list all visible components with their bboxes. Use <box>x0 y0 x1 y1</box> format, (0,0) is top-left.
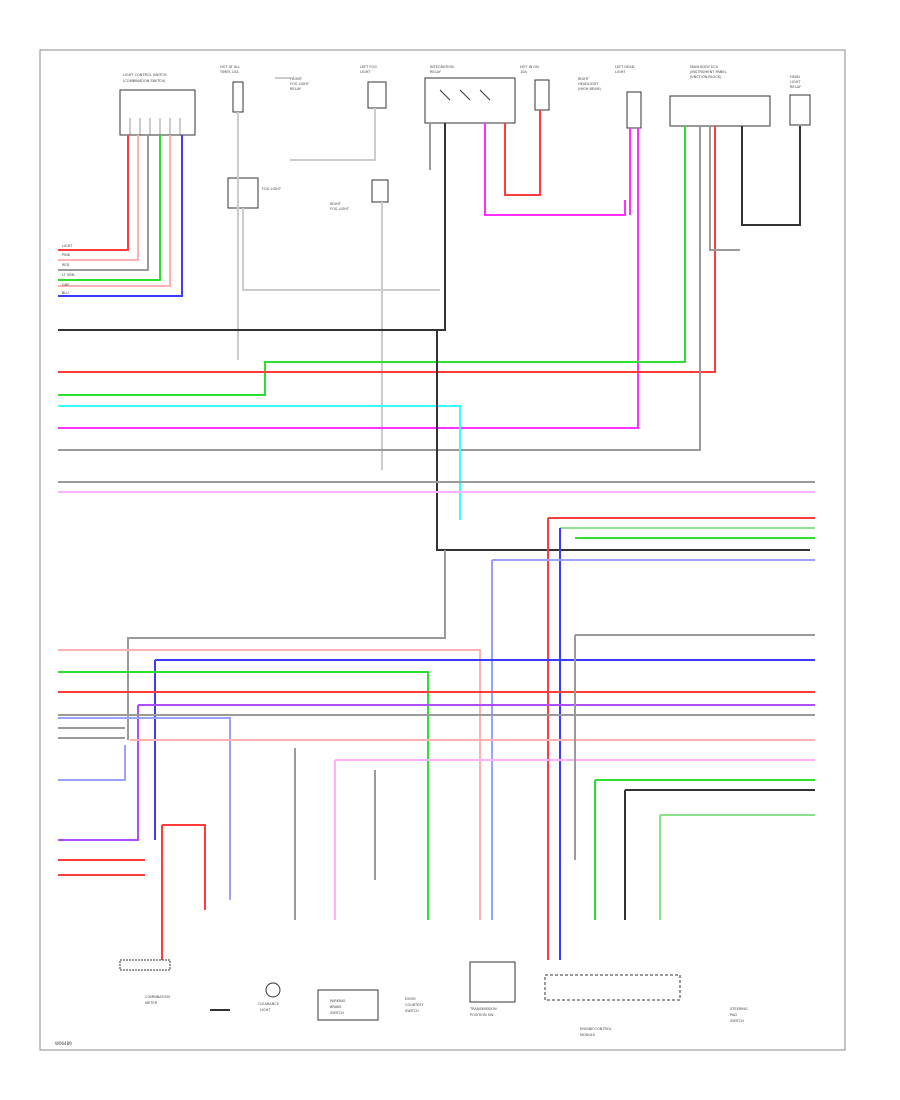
svg-text:RIGHT: RIGHT <box>330 202 342 206</box>
wire-group-integration <box>58 110 639 429</box>
svg-text:HOT AT ALL: HOT AT ALL <box>220 65 240 69</box>
svg-text:JUNCTION BLOCK): JUNCTION BLOCK) <box>689 75 722 79</box>
svg-text:SWITCH: SWITCH <box>405 1009 419 1013</box>
wire-group-right-connector <box>58 481 815 960</box>
svg-text:HEADLIGHT: HEADLIGHT <box>578 82 599 86</box>
svg-text:SWITCH: SWITCH <box>330 1011 344 1015</box>
svg-text:LT GRN: LT GRN <box>62 273 75 277</box>
svg-text:LIGHT: LIGHT <box>62 244 73 248</box>
svg-text:SWITCH: SWITCH <box>730 1019 744 1023</box>
svg-text:POSITION SW: POSITION SW <box>470 1013 494 1017</box>
wire-group-body-ecu <box>58 126 801 451</box>
hot-at-all-times-fuse: HOT AT ALL TIMES 10A <box>219 65 244 113</box>
svg-text:(INSTRUMENT PANEL: (INSTRUMENT PANEL <box>690 70 727 74</box>
svg-text:MAIN BODY ECU: MAIN BODY ECU <box>690 65 719 69</box>
clearance-light: CLEARANCE LIGHT <box>258 982 281 1012</box>
svg-text:(COMBINATION SWITCH): (COMBINATION SWITCH) <box>123 79 166 83</box>
svg-text:RELAY: RELAY <box>290 87 302 91</box>
svg-text:GRY: GRY <box>62 283 70 287</box>
combination-meter: COMBINATION METER <box>119 959 171 1005</box>
engine-control-module: ENGINE CONTROL MODULE <box>544 974 681 1037</box>
svg-text:(HIGH BEAM): (HIGH BEAM) <box>578 87 602 91</box>
wire-cyan <box>58 405 461 520</box>
left-headlight: LEFT HEAD LIGHT <box>615 65 642 129</box>
svg-text:LEFT HEAD: LEFT HEAD <box>615 65 635 69</box>
svg-text:MODULE: MODULE <box>580 1033 595 1037</box>
svg-text:RIGHT: RIGHT <box>578 77 590 81</box>
svg-text:PARKING: PARKING <box>330 999 346 1003</box>
svg-text:CLEARANCE: CLEARANCE <box>258 1002 279 1006</box>
svg-text:METER: METER <box>145 1001 158 1005</box>
svg-text:FRONT: FRONT <box>290 77 303 81</box>
right-headlight: RIGHT HEADLIGHT (HIGH BEAM) <box>578 77 602 91</box>
svg-text:INTEGRATION: INTEGRATION <box>430 65 454 69</box>
body-ecu: MAIN BODY ECU (INSTRUMENT PANEL JUNCTION… <box>669 65 771 127</box>
svg-text:LEFT FOG: LEFT FOG <box>360 65 377 69</box>
svg-text:LIGHT: LIGHT <box>790 80 801 84</box>
wire-group-fog <box>237 77 440 470</box>
svg-text:COMBINATION: COMBINATION <box>145 995 170 999</box>
svg-text:COURTESY: COURTESY <box>405 1003 425 1007</box>
door-courtesy-switch: DOOR COURTESY SWITCH <box>405 997 425 1013</box>
svg-text:BLU: BLU <box>62 291 69 295</box>
svg-text:FOG LIGHT: FOG LIGHT <box>330 207 350 211</box>
svg-text:10A: 10A <box>520 70 527 74</box>
svg-text:RELAY: RELAY <box>790 85 802 89</box>
svg-text:LIGHT CONTROL SWITCH: LIGHT CONTROL SWITCH <box>123 73 167 77</box>
svg-text:HEAD: HEAD <box>790 75 800 79</box>
footer-code: W06489 <box>55 1041 72 1046</box>
steering-pad-switch: STEERING PAD SWITCH <box>730 1007 748 1023</box>
svg-text:LIGHT: LIGHT <box>615 70 626 74</box>
svg-text:STEERING: STEERING <box>730 1007 748 1011</box>
svg-text:FOG LIGHT: FOG LIGHT <box>290 82 310 86</box>
light-control-switch: LIGHT CONTROL SWITCH (COMBINATION SWITCH… <box>119 73 196 136</box>
svg-text:LIGHT: LIGHT <box>360 70 371 74</box>
integration-relay: INTEGRATION RELAY <box>424 65 516 124</box>
diagram-frame <box>39 49 846 1051</box>
svg-text:FOG LIGHT: FOG LIGHT <box>262 187 282 191</box>
svg-text:RED: RED <box>62 263 70 267</box>
svg-text:ENGINE CONTROL: ENGINE CONTROL <box>580 1027 612 1031</box>
svg-text:HOT IN ON: HOT IN ON <box>520 65 539 69</box>
wire-group-top-left: LIGHT PINK RED LT GRN GRY BLU <box>58 135 183 297</box>
headlight-relay: HEAD LIGHT RELAY <box>789 75 811 126</box>
svg-text:LIGHT: LIGHT <box>260 1008 271 1012</box>
svg-text:DOOR: DOOR <box>405 997 416 1001</box>
svg-text:RELAY: RELAY <box>430 70 442 74</box>
right-fog-light: RIGHT FOG LIGHT <box>330 179 389 211</box>
wire-black-trunk <box>436 330 810 551</box>
svg-text:PINK: PINK <box>62 253 71 257</box>
parking-brake-switch: PARKING BRAKE SWITCH <box>317 989 379 1021</box>
left-fog-light: LEFT FOG LIGHT <box>360 65 387 109</box>
svg-text:PAD: PAD <box>730 1013 737 1017</box>
svg-text:BRAKE: BRAKE <box>330 1005 342 1009</box>
transmission-position-switch: TRANSMISSION POSITION SW <box>469 961 516 1017</box>
svg-text:TIMES 10A: TIMES 10A <box>219 70 239 74</box>
wire-group-lower <box>58 550 815 1011</box>
svg-text:TRANSMISSION: TRANSMISSION <box>469 1007 497 1011</box>
hot-in-on-fuse: HOT IN ON 10A <box>520 65 550 111</box>
